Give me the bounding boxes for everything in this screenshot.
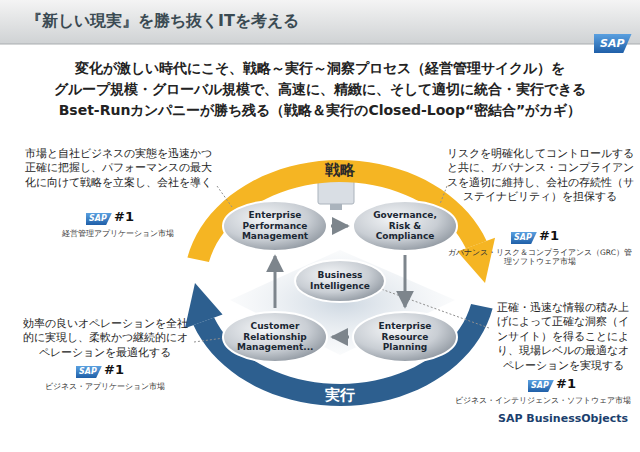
sap-logo: SAP: [86, 213, 112, 225]
system-ellipse: Governance, Risk & Compliance: [352, 200, 458, 252]
market-name: ビジネス・アプリケーション市場: [18, 382, 192, 391]
ellipse-outline: [353, 201, 457, 251]
rank-number: #1: [104, 362, 124, 378]
flow-arrow: [404, 255, 407, 307]
execution-arc: [193, 304, 492, 406]
execution-arrowhead: [185, 283, 223, 328]
cycle-label: 実行: [310, 386, 370, 405]
callout-text: 効率の良いオペレーションを全社的に実現し、柔軟かつ継続的にオペレーションを最適化…: [18, 316, 192, 359]
system-ellipse: Customer Relationship Management...: [222, 311, 328, 363]
title-rule: [0, 44, 640, 45]
header-line: グループ規模・グローバル規模で、高速に、精緻に、そして適切に統合・実行できる: [0, 81, 640, 99]
leader-line: [194, 338, 224, 342]
header-line: 変化が激しい時代にこそ、戦略～実行～洞察プロセス（経営管理サイクル）を: [0, 60, 640, 78]
computer-illustration: [318, 180, 354, 204]
system-ellipse: Enterprise Performance Management: [222, 200, 328, 252]
flow-arrow: [274, 256, 277, 308]
system-name: Business Intelligence: [307, 270, 373, 292]
system-name: Enterprise Performance Management: [237, 210, 313, 242]
product-logo: SAP BusinessObjects: [498, 412, 628, 426]
flow-arrow: [332, 336, 349, 339]
market-name: ビジネス・インテリジェンス・ソフトウェア市場: [452, 396, 634, 405]
leader-line: [440, 186, 447, 204]
strategy-arc: [187, 160, 486, 262]
system-ellipse: Business Intelligence: [294, 259, 386, 303]
ellipse-outline: [223, 312, 327, 362]
platform-illustration: [230, 250, 455, 355]
rank-number: #1: [539, 228, 559, 244]
sap-logo: SAP: [511, 232, 537, 244]
rank-number: #1: [114, 209, 134, 225]
ellipse-outline: [223, 201, 327, 251]
rank-number: #1: [556, 376, 576, 392]
cycle-label: 戦略: [310, 161, 370, 180]
header-line: Bset-Runカンパニーが勝ち残る（戦略＆実行のClosed-Loop“密結合…: [0, 102, 640, 120]
callout-text: リスクを明確化してコントロールすると共に、ガバナンス・コンプライアンスを適切に維…: [446, 146, 634, 204]
ellipse-outline: [353, 312, 457, 362]
flow-arrow: [331, 225, 348, 228]
sap-logo: SAP: [594, 34, 632, 53]
market-name: 経営管理アプリケーション市場: [22, 229, 214, 238]
sap-logo: SAP: [76, 366, 102, 378]
sap-logo: SAP: [528, 380, 554, 392]
system-name: Customer Relationship Management...: [237, 321, 313, 353]
title-bar: [0, 0, 640, 44]
leader-line: [217, 186, 232, 207]
market-name: ガバナンス・リスク＆コンプライアンス（GRC）管理ソフトウェア市場: [446, 248, 634, 267]
system-name: Enterprise Resource Planning: [367, 321, 443, 353]
slide-title: 『新しい現実』を勝ち抜くITを考える: [26, 11, 299, 32]
callout-text: 市場と自社ビジネスの実態を迅速かつ正確に把握し、パフォーマンスの最大化に向けて戦…: [22, 146, 214, 189]
system-ellipse: Enterprise Resource Planning: [352, 311, 458, 363]
ellipse-outline: [295, 260, 385, 302]
cycle-arcs: [185, 160, 495, 406]
callout-text: 正確・迅速な情報の積み上げによって正確な洞察（インサイト）を得ることにより、現場…: [492, 300, 634, 372]
computer-stand: [330, 204, 342, 210]
system-name: Governance, Risk & Compliance: [367, 210, 443, 242]
strategy-arrowhead: [457, 238, 495, 283]
